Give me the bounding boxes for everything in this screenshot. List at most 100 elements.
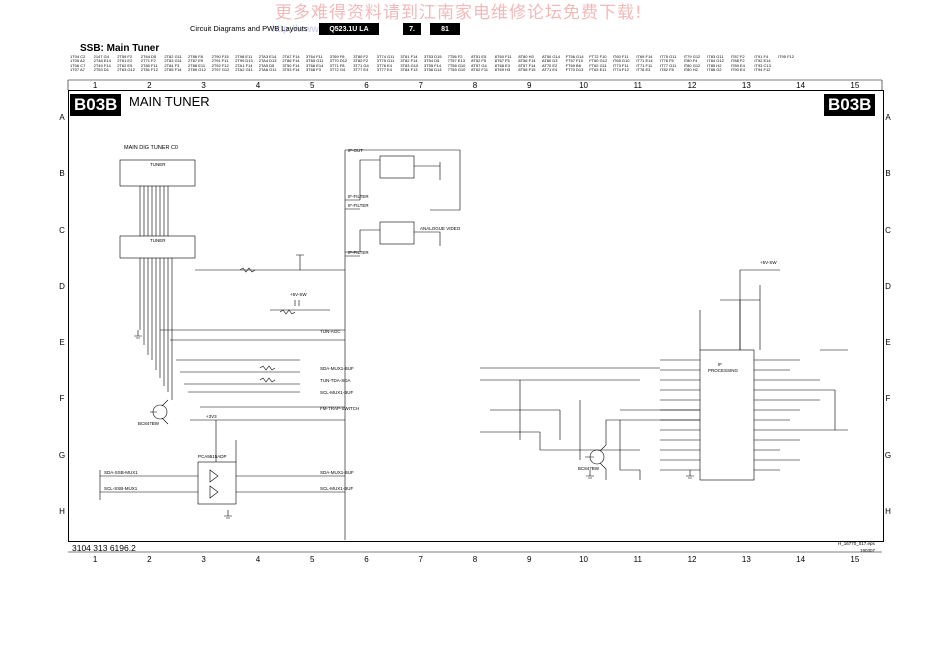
svg-text:+5V-SW: +5V-SW — [760, 260, 777, 265]
column-marker: 2 — [147, 555, 152, 564]
svg-text:+3V3: +3V3 — [206, 414, 217, 419]
column-marker: 14 — [796, 555, 806, 564]
column-marker: 11 — [633, 555, 642, 564]
row-marker: D — [59, 281, 65, 291]
column-marker: 5 — [309, 555, 315, 564]
column-marker: 12 — [687, 555, 697, 564]
location-table-column: IT95 F12 — [778, 54, 795, 59]
svg-text:BC847BW: BC847BW — [138, 421, 160, 426]
row-marker: A — [885, 113, 891, 123]
svg-text:SCL-MUX1-BUF: SCL-MUX1-BUF — [320, 486, 354, 491]
column-marker: 6 — [364, 555, 369, 564]
column-marker: 4 — [255, 81, 261, 90]
svg-text:TUN-AGC: TUN-AGC — [320, 329, 341, 334]
svg-text:IF: IF — [718, 362, 722, 367]
row-marker: G — [58, 450, 66, 460]
svg-text:SDA-MUX1-BUF: SDA-MUX1-BUF — [320, 366, 354, 371]
location-table-column: 8T51 E5 8T52 F5 8T57 G4 8T62 F11 — [471, 54, 489, 73]
svg-text:+5V-SW: +5V-SW — [290, 292, 307, 297]
column-marker: 13 — [741, 555, 751, 564]
column-marker: 2 — [147, 81, 152, 90]
location-table-column: 2TA3 E14 2TA4 D13 2TA5 D5 2TA6 G11 — [258, 54, 277, 73]
column-marker: 5 — [309, 81, 315, 90]
svg-text:SDA-SSB-MUX1: SDA-SSB-MUX1 — [104, 470, 138, 475]
column-marker: 15 — [850, 555, 860, 564]
location-table-column: FT56 G14 FT57 F10 FT69 B6 FT70 D13 — [565, 54, 584, 73]
row-marker: A — [59, 113, 65, 123]
sheet-name: MAIN TUNER — [129, 94, 210, 109]
column-marker: 10 — [579, 81, 588, 90]
location-table-column: IT60 F11 IT65 G10 IT73 F11 IT74 F12 — [612, 54, 630, 73]
location-table-column: IT79 G12 IT80 F4 IT80 G12 IT80 H2 — [683, 54, 701, 73]
row-marker: F — [885, 394, 891, 404]
location-table-column: 2T86 F8 2T87 E9 2T88 E11 2T89 G12 — [188, 54, 206, 73]
sheet-badge-left: B03B — [70, 94, 122, 116]
row-marker: C — [885, 225, 891, 235]
row-marker: B — [59, 169, 65, 179]
svg-text:SCL-MUX1-BUF: SCL-MUX1-BUF — [320, 390, 354, 395]
column-marker: 8 — [472, 555, 478, 564]
location-table-column: 2T64 D5 2T71 F2 2T80 F11 2T81 F12 — [140, 54, 158, 73]
column-marker: 9 — [527, 81, 532, 90]
column-marker: 11 — [633, 81, 642, 90]
location-table-column: 2T98 E11 2T99 D13 2TA1 F14 2TA2 G11 — [235, 54, 253, 73]
column-marker: 3 — [201, 81, 206, 90]
main-dig-tuner-label: MAIN DIG TUNER C0 — [124, 145, 178, 151]
location-table-column: 8T60 F11 8T67 F5 8T68 E3 8T69 H3 — [494, 54, 512, 73]
diagram-frame — [68, 90, 884, 542]
row-marker: F — [59, 394, 65, 404]
location-table-column: 3T81 F14 3T82 F14 3T83 G10 3T84 F13 — [400, 54, 419, 73]
location-table-column: 1T04 C2 1T05 A2 1T06 C7 1T07 A7 — [70, 54, 86, 73]
svg-text:TUNER: TUNER — [150, 162, 166, 167]
location-table-column: IT83 G11 IT84 G12 IT85 H2 IT86 G2 — [707, 54, 724, 73]
svg-text:FM-TRAP-SWITCH: FM-TRAP-SWITCH — [320, 406, 359, 411]
part-number: 3104 313 6196.2 — [72, 543, 136, 553]
location-table-column: IT91 F4 IT92 E14 IT93 C13 IT94 F12 — [754, 54, 771, 73]
svg-text:IF-OUT: IF-OUT — [348, 148, 363, 153]
column-marker: 1 — [92, 81, 98, 90]
column-marker: 4 — [255, 555, 261, 564]
row-marker: E — [885, 338, 891, 348]
row-marker: B — [885, 169, 891, 179]
column-marker: 8 — [472, 81, 478, 90]
column-marker: 3 — [201, 555, 206, 564]
sheet-title: SSB: Main Tuner — [80, 43, 160, 54]
column-marker: 12 — [687, 81, 697, 90]
location-table-column: 2TA7 F14 2T86 F14 3T50 F14 3T53 F14 — [282, 54, 300, 73]
location-table-column: IT75 G11 IT76 F5 IT77 G11 IT82 F8 — [660, 54, 677, 73]
column-marker: 13 — [741, 81, 751, 90]
svg-text:IF-FILTER: IF-FILTER — [348, 250, 369, 255]
row-marker: E — [59, 338, 65, 348]
location-table-column: 3T69 F8 3T70 D12 3T71 F8 3T72 G4 — [329, 54, 348, 73]
model-badge: Q523.1U LA — [319, 23, 379, 35]
svg-text:SDA-MUX1-BUF: SDA-MUX1-BUF — [320, 470, 354, 475]
svg-text:PCA9515ADP: PCA9515ADP — [198, 454, 227, 459]
location-table-column: 8T80 H3 8T56 F14 8T57 F14 8T58 F15 — [518, 54, 536, 73]
location-table-column: 3T74 G11 3T75 G11 3T76 E4 3T77 E4 — [376, 54, 395, 73]
location-table-column: 2T90 F15 2T91 F11 2T92 F12 2T97 G12 — [211, 54, 230, 73]
location-table-column: AT50 G14 AT60 D3 AT70 E2 AT71 E4 — [542, 54, 560, 73]
section-title: Circuit Diagrams and PWB Layouts — [190, 24, 308, 33]
column-marker: 1 — [92, 555, 98, 564]
row-marker: G — [884, 450, 892, 460]
location-table-column: IT87 F2 IT88 F2 IT89 E4 IT90 E4 — [730, 54, 745, 73]
chapter-badge: 7. — [403, 23, 421, 35]
svg-text:IF-FILTER: IF-FILTER — [348, 203, 369, 208]
column-marker: 9 — [527, 555, 532, 564]
watermark-text: 更多难得资料请到江南家电维修论坛免费下载! — [275, 3, 643, 23]
location-table-column: 3T64 F11 3T65 G11 3T66 E14 3T68 F3 — [306, 54, 324, 73]
location-table-column: 7T56 F2 7T57 E13 7T58 G10 7T59 G10 — [447, 54, 466, 73]
row-marker: D — [885, 281, 891, 291]
svg-text:ANALOGUE VIDEO: ANALOGUE VIDEO — [420, 226, 461, 231]
location-table-column: 3T80 F2 3T82 F2 3T71 G4 3T77 E4 — [353, 54, 369, 73]
svg-text:BC847BW: BC847BW — [578, 466, 600, 471]
column-marker: 14 — [796, 81, 806, 90]
location-table-column: IT69 F14 IT71 E14 IT71 F11 IT78 E3 — [636, 54, 653, 73]
svg-text:TUNER: TUNER — [150, 238, 166, 243]
file-reference: H_16770_017.eps — [838, 541, 875, 546]
location-table-column: 2T59 F2 2T61 E2 2T62 E5 2T63 G12 — [117, 54, 135, 73]
svg-text:IF-FILTER: IF-FILTER — [348, 194, 369, 199]
location-table-column: 2T82 G11 2T83 G11 2T84 F3 2T85 F14 — [164, 54, 182, 73]
svg-text:TUN-TDA-SDA: TUN-TDA-SDA — [320, 378, 351, 383]
